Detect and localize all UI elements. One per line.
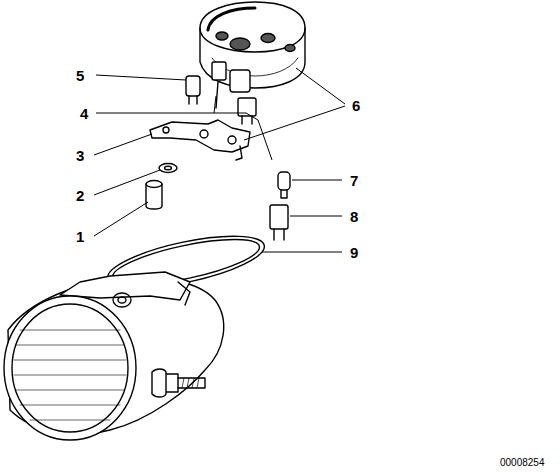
callout-number: 8 [350,209,358,224]
callout-number: 2 [76,188,84,203]
callout-number: 5 [76,68,84,83]
callout-number: 9 [350,245,358,260]
drawing-number: 00008254 [500,458,545,468]
callout-number: 1 [76,229,84,244]
callout-number: 4 [80,106,88,121]
callout-number: 7 [350,173,358,188]
callout-number: 3 [76,148,84,163]
callout-number: 6 [352,98,360,113]
